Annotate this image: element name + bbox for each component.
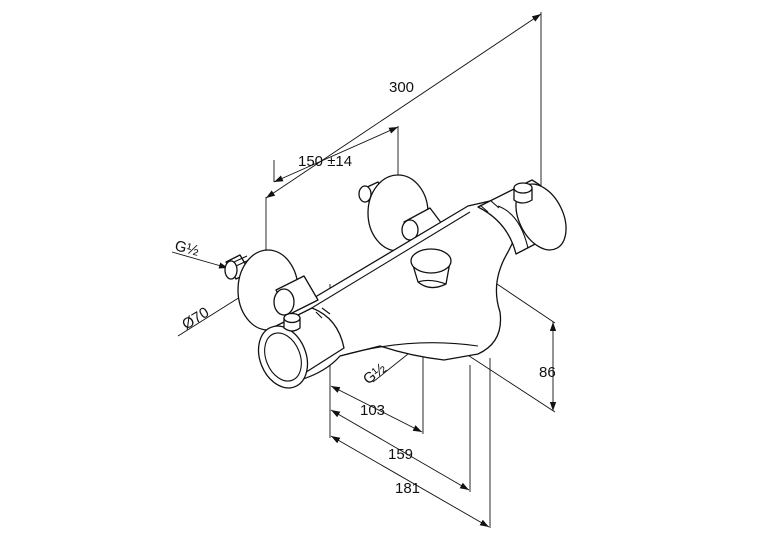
- leader-rosette: [177, 291, 249, 337]
- label-159: 159: [388, 446, 413, 463]
- rear-rosette: [358, 174, 443, 252]
- label-height: 86: [539, 364, 556, 381]
- label-rosette-diameter: Ø70: [179, 304, 212, 333]
- label-inlet-thread: G½: [173, 237, 201, 259]
- label-103: 103: [360, 402, 385, 419]
- label-centre-distance: 150 ±14: [298, 153, 352, 170]
- right-button: [513, 182, 533, 204]
- label-overall-width: 300: [389, 79, 414, 96]
- front-rosette: [224, 249, 319, 331]
- diverter-knob: [410, 248, 452, 289]
- left-button: [283, 312, 301, 332]
- dim-line-150: [273, 126, 399, 183]
- leader-inlet-thread: [171, 251, 229, 269]
- dim-line-300: [265, 13, 542, 199]
- label-outlet-thread: G½: [360, 360, 390, 389]
- label-181: 181: [395, 480, 420, 497]
- dimension-lines: [171, 13, 557, 528]
- mixer-body: [224, 174, 567, 389]
- dim-line-181: [330, 435, 490, 528]
